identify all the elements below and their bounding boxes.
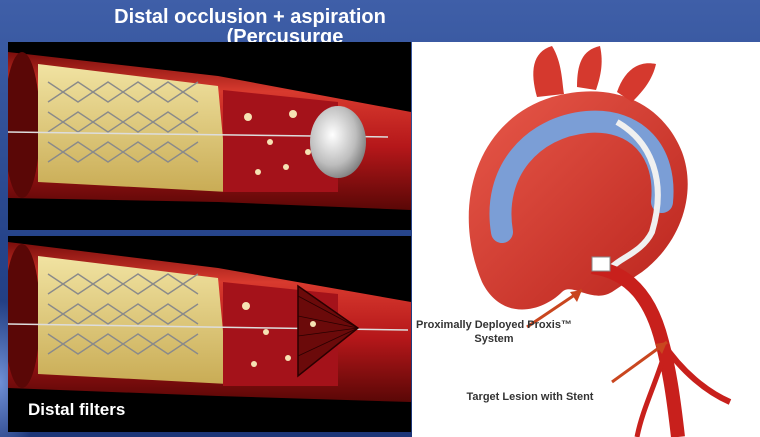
occlusion-balloon xyxy=(310,106,366,178)
aortic-arch-illustration xyxy=(412,42,760,437)
proxis-label: Proximally Deployed Proxis™ System xyxy=(414,318,574,346)
distal-filter-illustration: Distal filters xyxy=(8,236,411,432)
percusurge-illustration xyxy=(8,42,411,230)
panel-caption: Distal filters xyxy=(28,400,125,420)
target-lesion-label: Target Lesion with Stent xyxy=(430,390,630,404)
title-line-1: Distal occlusion + aspiration xyxy=(114,6,386,28)
proxis-device xyxy=(592,257,610,271)
brachiocephalic-artery xyxy=(533,46,564,97)
left-carotid-artery xyxy=(577,46,602,90)
vessel-balloon-drawing xyxy=(8,42,411,230)
aortic-arch-drawing xyxy=(412,42,760,437)
branch-vessel-left xyxy=(637,362,662,437)
